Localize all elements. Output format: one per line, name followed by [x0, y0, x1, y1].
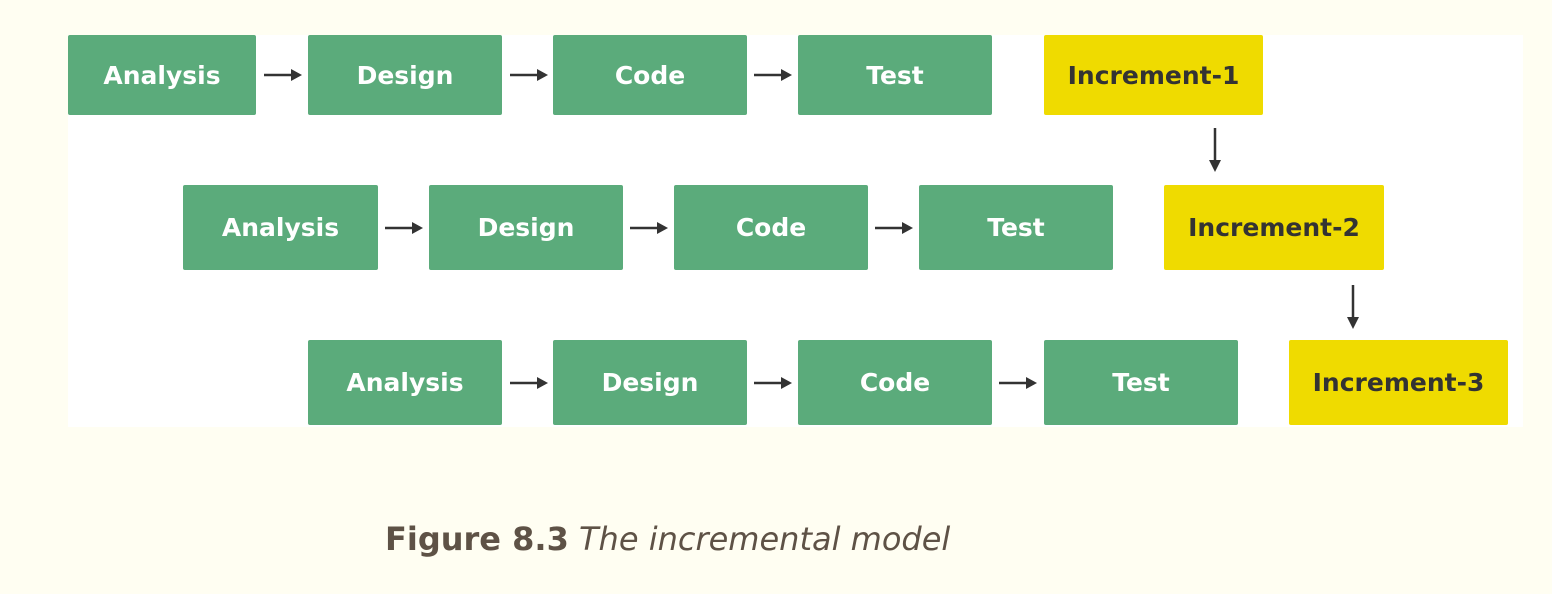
down-arrow-1	[1209, 128, 1221, 172]
row1-arrow-2	[510, 69, 548, 81]
figure-caption: Figure 8.3 The incremental model	[385, 520, 950, 558]
row2-design-label: Design	[477, 213, 575, 242]
increment-2-label: Increment-2	[1188, 213, 1360, 242]
row2-test-box: Test	[919, 185, 1113, 270]
increment-1-label: Increment-1	[1067, 60, 1240, 90]
row1-design-label: Design	[356, 60, 454, 90]
increment-3-box: Increment-3	[1289, 340, 1508, 425]
row3-test-box: Test	[1044, 340, 1238, 425]
row1-analysis-box: Analysis	[68, 35, 256, 115]
row3-design-box: Design	[553, 340, 747, 425]
row3-test-label: Test	[1112, 368, 1170, 397]
row1-arrow-1	[264, 69, 302, 81]
row1-arrow-3	[754, 69, 792, 81]
row2-test-label: Test	[987, 213, 1045, 242]
increment-2-box: Increment-2	[1164, 185, 1384, 270]
row2-arrow-1	[385, 222, 423, 234]
row2-arrow-3	[875, 222, 913, 234]
row3-arrow-1	[510, 377, 548, 389]
figure-number: Figure 8.3	[385, 520, 569, 558]
row1-design-box: Design	[308, 35, 502, 115]
row3-arrow-2	[754, 377, 792, 389]
increment-3-label: Increment-3	[1312, 368, 1485, 397]
row3-design-label: Design	[601, 368, 699, 397]
row3-arrow-3	[999, 377, 1037, 389]
row1-analysis-label: Analysis	[103, 60, 221, 90]
row2-design-box: Design	[429, 185, 623, 270]
row3-analysis-label: Analysis	[346, 368, 464, 397]
figure-title: The incremental model	[579, 520, 951, 558]
row1-test-box: Test	[798, 35, 992, 115]
row3-analysis-box: Analysis	[308, 340, 502, 425]
row2-code-label: Code	[735, 213, 807, 242]
row2-code-box: Code	[674, 185, 868, 270]
row2-analysis-box: Analysis	[183, 185, 378, 270]
down-arrow-2	[1347, 285, 1359, 329]
row1-code-label: Code	[614, 60, 686, 90]
row2-arrow-2	[630, 222, 668, 234]
row1-code-box: Code	[553, 35, 747, 115]
increment-1-box: Increment-1	[1044, 35, 1263, 115]
row3-code-box: Code	[798, 340, 992, 425]
row1-test-label: Test	[866, 60, 924, 90]
row2-analysis-label: Analysis	[221, 213, 340, 242]
row3-code-label: Code	[859, 368, 931, 397]
